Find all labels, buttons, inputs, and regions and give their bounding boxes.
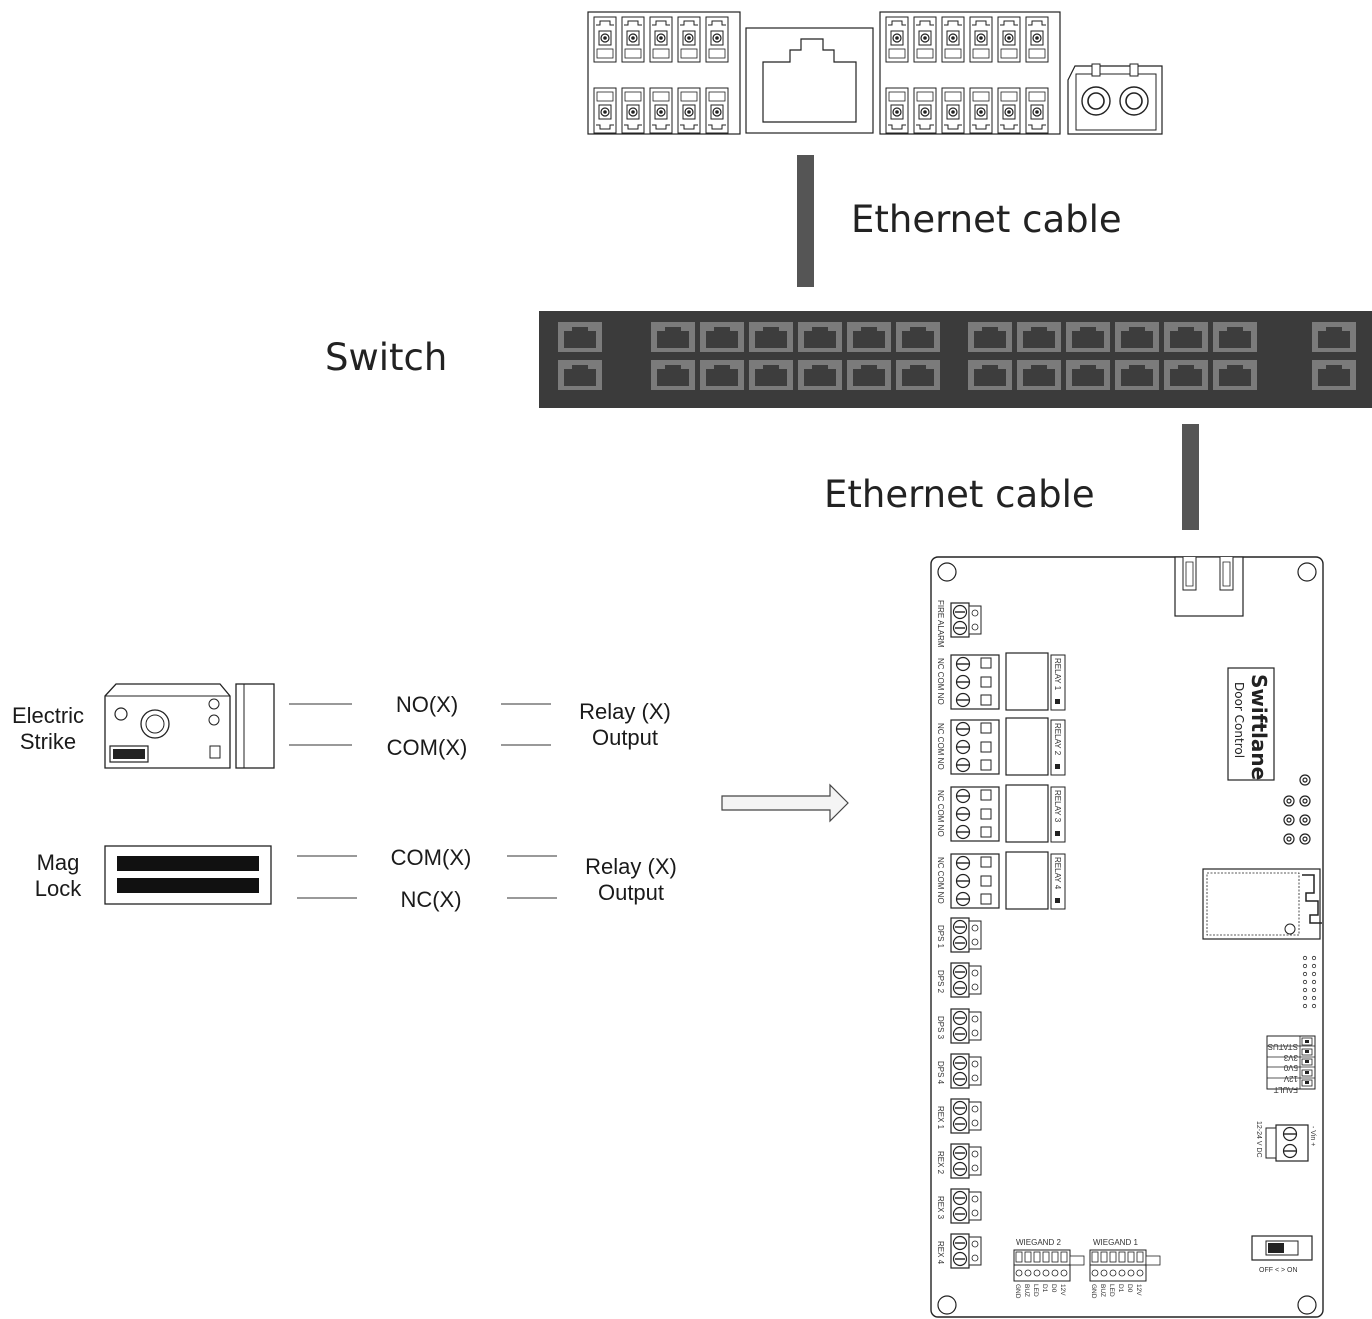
relay-1-label: RELAY 1 [1053, 658, 1062, 691]
electric-strike-label: Electric Strike [11, 703, 85, 754]
relay-1-terminal [950, 652, 1066, 711]
wiegand-pin-label: 12V [1059, 1284, 1066, 1296]
status-led-label: 12V [1283, 1074, 1298, 1083]
wiegand-pin-label: D0 [1050, 1284, 1057, 1293]
wiegand-pin-label: BUZ [1099, 1284, 1106, 1297]
wiegand-pin-label: LED [1032, 1284, 1039, 1297]
input-label: REX 3 [936, 1196, 945, 1220]
strike-wires [289, 703, 551, 746]
relay-3-label: RELAY 3 [1053, 790, 1062, 823]
door-control-board: FIRE ALARM NC COM NO NC COM NO NC COM NO… [930, 556, 1324, 1318]
brand-name: Swiftlane [1247, 674, 1271, 780]
wiegand-1-label: WIEGAND 1 [1093, 1238, 1138, 1247]
maglock-relay-output-label: Relay (X) Output [585, 854, 677, 905]
input-label: REX 1 [936, 1106, 945, 1130]
ethernet-cable-label-top: Ethernet cable [851, 198, 1122, 241]
ethernet-cable-top [797, 155, 814, 287]
input-label: DPS 4 [936, 1061, 945, 1085]
strike-relay-output-label: Relay (X) Output [579, 699, 671, 750]
wiegand-pin-label: LED [1108, 1284, 1115, 1297]
status-led-label: FAULT [1274, 1085, 1298, 1094]
power-pins-label: - Vin + [1309, 1126, 1316, 1146]
input-label: DPS 1 [936, 925, 945, 949]
relay-4-terminal [950, 851, 1066, 910]
wiegand-1-connector [1089, 1249, 1161, 1282]
relay-2-pins-label: NC COM NO [936, 723, 945, 770]
status-led-label: 5V0 [1283, 1063, 1298, 1072]
network-switch [539, 311, 1372, 408]
power-input-label: 12-24 V DC [1255, 1121, 1262, 1158]
relay-4-pins-label: NC COM NO [936, 857, 945, 904]
switch-label: Switch [325, 336, 448, 379]
relay-1-pins-label: NC COM NO [936, 658, 945, 705]
input-label: REX 2 [936, 1151, 945, 1175]
relay-2-label: RELAY 2 [1053, 723, 1062, 756]
ethernet-cable-label-bottom: Ethernet cable [824, 473, 1095, 516]
wiegand-pin-label: GND [1090, 1284, 1097, 1299]
maglock-wire-1-label: COM(X) [390, 845, 472, 870]
relay-3-pins-label: NC COM NO [936, 790, 945, 837]
input-label: DPS 2 [936, 970, 945, 994]
mag-lock-image [104, 845, 272, 905]
relay-2-terminal [950, 717, 1066, 776]
relay-3-terminal [950, 784, 1066, 843]
maglock-wire-2-label: NC(X) [400, 887, 462, 912]
status-led-label: 3V3 [1283, 1053, 1298, 1062]
top-controller [587, 11, 1163, 135]
input-label: REX 4 [936, 1241, 945, 1265]
wiegand-2-connector [1013, 1249, 1085, 1282]
electric-strike-image [104, 683, 275, 769]
maglock-wires [297, 855, 557, 899]
mag-lock-label: Mag Lock [34, 850, 82, 901]
arrow-icon [721, 783, 849, 823]
wiegand-pin-label: D0 [1126, 1284, 1133, 1293]
strike-wire-1-label: NO(X) [395, 692, 459, 717]
wiegand-pin-label: D1 [1041, 1284, 1048, 1293]
wiegand-pin-label: BUZ [1023, 1284, 1030, 1297]
power-switch-label: OFF < > ON [1259, 1267, 1298, 1274]
status-led-label: STATUS [1268, 1042, 1298, 1051]
input-label: DPS 3 [936, 1016, 945, 1040]
ethernet-cable-bottom [1182, 424, 1199, 530]
relay-4-label: RELAY 4 [1053, 857, 1062, 890]
wiegand-pin-label: 12V [1135, 1284, 1142, 1296]
wiegand-pin-label: GND [1014, 1284, 1021, 1299]
strike-wire-2-label: COM(X) [386, 735, 468, 760]
wiegand-2-label: WIEGAND 2 [1016, 1238, 1061, 1247]
wiegand-pin-label: D1 [1117, 1284, 1124, 1293]
fire-alarm-label: FIRE ALARM [936, 600, 945, 648]
brand-subtitle: Door Control [1232, 682, 1246, 758]
